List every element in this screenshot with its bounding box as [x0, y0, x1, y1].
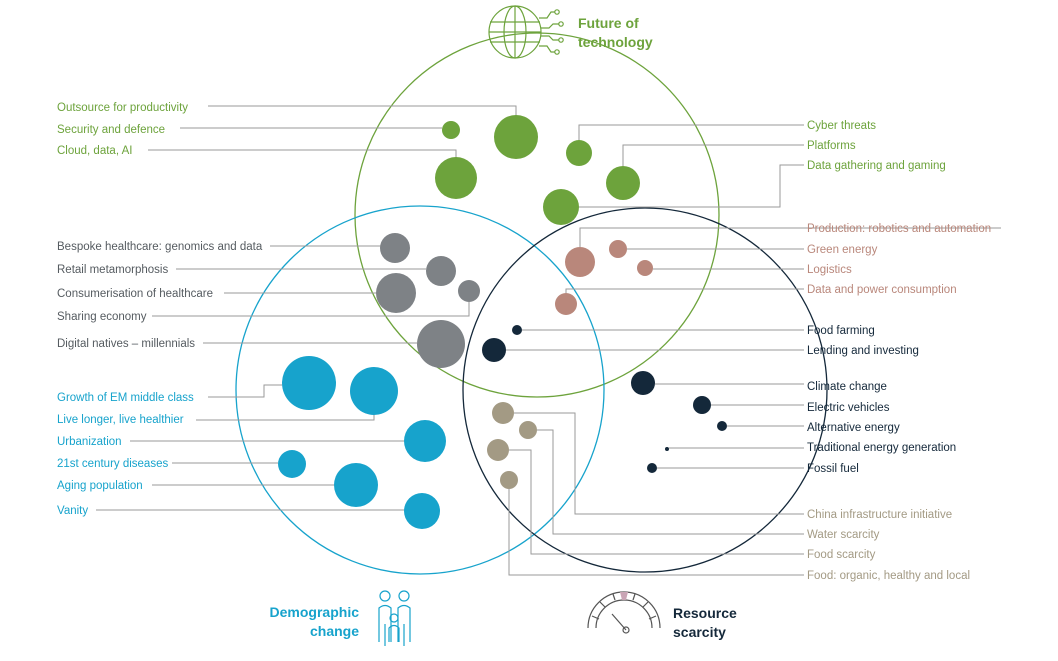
- label-sharing-economy: Sharing economy: [57, 311, 147, 323]
- bubble-green-energy: [609, 240, 627, 258]
- bubble-digital-natives-millennials: [417, 320, 465, 368]
- bubble-outsource-for-productivity: [494, 115, 538, 159]
- demographic-title-line2: change: [310, 623, 359, 639]
- leader-china-infrastructure-initiative: [514, 412, 804, 515]
- label-food-scarcity: Food scarcity: [807, 549, 876, 561]
- label-cloud-data-ai: Cloud, data, AI: [57, 145, 132, 157]
- leader-lines: [96, 105, 1001, 576]
- bubble-fossil-fuel: [647, 463, 657, 473]
- label-production-robotics-and-automation: Production: robotics and automation: [807, 223, 991, 235]
- label-food-organic-healthy-and-local: Food: organic, healthy and local: [807, 570, 970, 582]
- label-bespoke-healthcare-genomics-and-data: Bespoke healthcare: genomics and data: [57, 241, 263, 253]
- leader-food-organic-healthy-and-local: [508, 489, 804, 576]
- leader-data-gathering-and-gaming: [579, 164, 804, 208]
- bubble-food-scarcity: [487, 439, 509, 461]
- bubble-consumerisation-of-healthcare: [376, 273, 416, 313]
- bubble-data-gathering-and-gaming: [543, 189, 579, 225]
- bubble-security-and-defence: [442, 121, 460, 139]
- leader-cloud-data-ai: [148, 149, 457, 158]
- bubble-china-infrastructure-initiative: [492, 402, 514, 424]
- label-cyber-threats: Cyber threats: [807, 120, 876, 132]
- label-water-scarcity: Water scarcity: [807, 529, 880, 541]
- label-data-and-power-consumption: Data and power consumption: [807, 284, 957, 296]
- bubble-lending-and-investing: [482, 338, 506, 362]
- bubble-growth-of-em-middle-class: [282, 356, 336, 410]
- resource-title-line2: scarcity: [673, 624, 726, 640]
- label-retail-metamorphosis: Retail metamorphosis: [57, 264, 168, 276]
- bubble-water-scarcity: [519, 421, 537, 439]
- gauge-icon: [587, 591, 661, 634]
- label-electric-vehicles: Electric vehicles: [807, 402, 890, 414]
- family-icon: [378, 590, 411, 646]
- demographic-circle: [235, 205, 605, 575]
- label-data-gathering-and-gaming: Data gathering and gaming: [807, 160, 946, 172]
- bubble-cloud-data-ai: [435, 157, 477, 199]
- label-aging-population: Aging population: [57, 480, 143, 492]
- resource-circle: [462, 207, 828, 573]
- label-growth-of-em-middle-class: Growth of EM middle class: [57, 392, 194, 404]
- label-alternative-energy: Alternative energy: [807, 422, 900, 434]
- bubble-logistics: [637, 260, 653, 276]
- globe-circuit-icon: [488, 5, 564, 59]
- label-traditional-energy-generation: Traditional energy generation: [807, 442, 956, 454]
- label-fossil-fuel: Fossil fuel: [807, 463, 859, 475]
- label-urbanization: Urbanization: [57, 436, 122, 448]
- label-consumerisation-of-healthcare: Consumerisation of healthcare: [57, 288, 213, 300]
- label-21st-century-diseases: 21st century diseases: [57, 458, 168, 470]
- label-logistics: Logistics: [807, 264, 852, 276]
- bubble-cyber-threats: [566, 140, 592, 166]
- label-digital-natives-millennials: Digital natives – millennials: [57, 338, 195, 350]
- technology-circle: [354, 32, 720, 398]
- leader-food-scarcity: [509, 449, 804, 555]
- bubble-platforms: [606, 166, 640, 200]
- leader-live-longer-live-healthier: [196, 415, 375, 421]
- resource-title-line1: Resource: [673, 605, 737, 621]
- bubble-data-and-power-consumption: [555, 293, 577, 315]
- leader-cyber-threats: [578, 124, 804, 141]
- label-lending-and-investing: Lending and investing: [807, 345, 919, 357]
- bubble-traditional-energy-generation: [665, 447, 669, 451]
- bubble-food-organic-healthy-and-local: [500, 471, 518, 489]
- label-green-energy: Green energy: [807, 244, 878, 256]
- leader-outsource-for-productivity: [208, 105, 517, 116]
- bubble-aging-population: [334, 463, 378, 507]
- demographic-title-line1: Demographic: [270, 604, 360, 620]
- leader-sharing-economy: [152, 302, 470, 317]
- bubble-production-robotics-and-automation: [565, 247, 595, 277]
- bubble-21st-century-diseases: [278, 450, 306, 478]
- label-outsource-for-productivity: Outsource for productivity: [57, 102, 188, 114]
- leader-growth-of-em-middle-class: [208, 384, 282, 398]
- label-vanity: Vanity: [57, 505, 88, 517]
- leader-platforms: [622, 144, 804, 166]
- label-food-farming: Food farming: [807, 325, 875, 337]
- bubble-alternative-energy: [717, 421, 727, 431]
- bubble-urbanization: [404, 420, 446, 462]
- bubble-retail-metamorphosis: [426, 256, 456, 286]
- label-security-and-defence: Security and defence: [57, 124, 165, 136]
- label-china-infrastructure-initiative: China infrastructure initiative: [807, 509, 952, 521]
- label-live-longer-live-healthier: Live longer, live healthier: [57, 414, 184, 426]
- bubble-bespoke-healthcare-genomics-and-data: [380, 233, 410, 263]
- label-platforms: Platforms: [807, 140, 856, 152]
- leader-water-scarcity: [537, 429, 804, 535]
- technology-title-line2: technology: [578, 34, 653, 50]
- leader-data-and-power-consumption: [565, 288, 804, 293]
- label-climate-change: Climate change: [807, 381, 887, 393]
- bubble-food-farming: [512, 325, 522, 335]
- bubble-sharing-economy: [458, 280, 480, 302]
- bubble-electric-vehicles: [693, 396, 711, 414]
- bubble-climate-change: [631, 371, 655, 395]
- leader-production-robotics-and-automation: [579, 227, 1001, 247]
- bubble-live-longer-live-healthier: [350, 367, 398, 415]
- bubbles: [278, 115, 727, 529]
- bubble-vanity: [404, 493, 440, 529]
- technology-title-line1: Future of: [578, 15, 639, 31]
